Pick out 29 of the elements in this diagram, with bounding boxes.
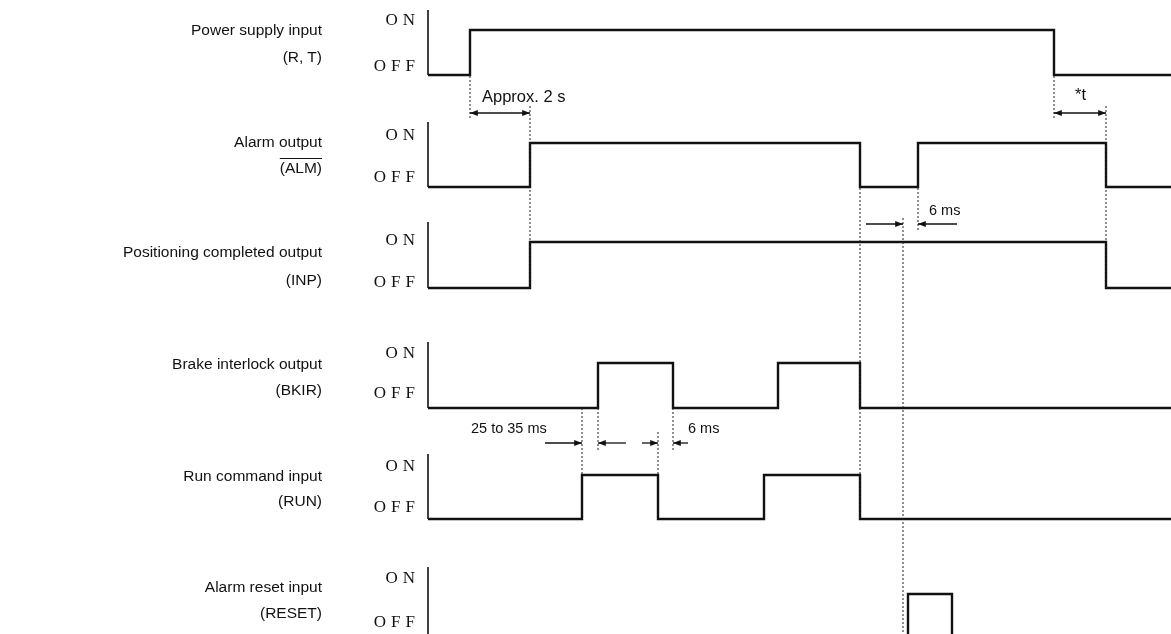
dimension-label: 6 ms: [929, 202, 961, 218]
signal-name: Brake interlock output: [172, 355, 322, 373]
level-label: ON: [385, 568, 420, 588]
level-label: OFF: [373, 497, 420, 517]
level-label: ON: [385, 343, 420, 363]
signal-name: (ALM): [279, 159, 322, 177]
level-label: ON: [385, 456, 420, 476]
signal-name: (R, T): [282, 48, 322, 66]
dimension-label: 6 ms: [688, 420, 720, 436]
signal-name: (BKIR): [275, 381, 322, 399]
signal-name: Alarm output: [234, 133, 322, 151]
dimension-label: Approx. 2 s: [482, 86, 566, 106]
level-label: OFF: [373, 272, 420, 292]
signal-name: Alarm reset input: [204, 578, 322, 596]
signal-name: (RUN): [278, 492, 322, 510]
signal-name: Power supply input: [191, 21, 322, 39]
level-label: OFF: [373, 612, 420, 632]
signal-name: Run command input: [183, 467, 322, 485]
level-label: ON: [385, 10, 420, 30]
level-label: OFF: [373, 56, 420, 76]
level-label: ON: [385, 230, 420, 250]
signal-name: Positioning completed output: [122, 243, 322, 261]
dimension-label: 25 to 35 ms: [471, 420, 547, 436]
signal-name: (RESET): [260, 604, 322, 622]
level-label: ON: [385, 125, 420, 145]
dimension-label: *t: [1075, 84, 1086, 104]
signal-name: (INP): [285, 271, 322, 289]
level-label: OFF: [373, 167, 420, 187]
level-label: OFF: [373, 383, 420, 403]
